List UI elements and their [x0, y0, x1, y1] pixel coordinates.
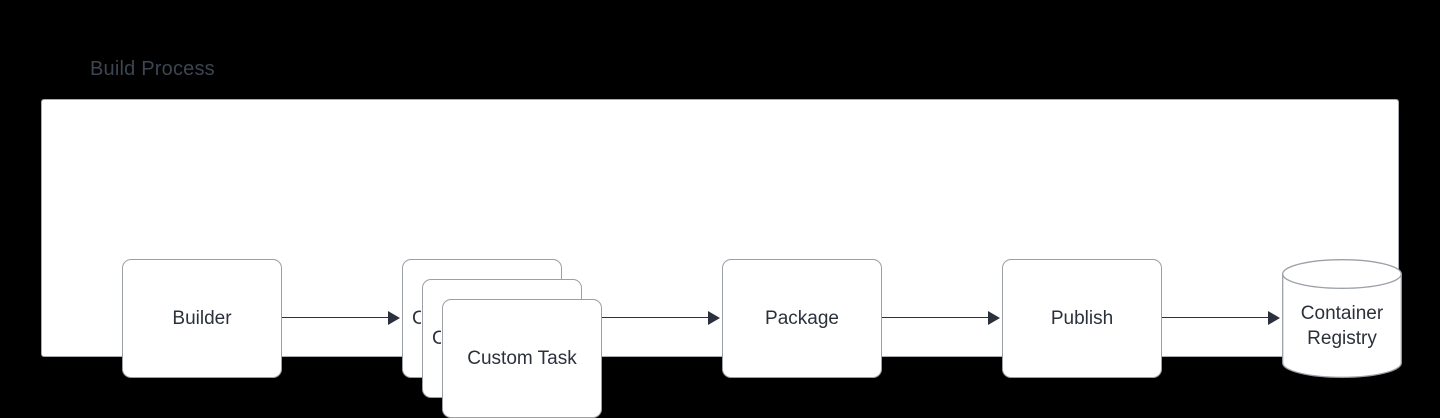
connector-line: [282, 317, 390, 319]
node-custom-task-label: Custom Task: [467, 347, 577, 369]
connector-package-to-publish: [882, 311, 1002, 325]
arrowhead-icon: [1268, 311, 1280, 325]
connector-line: [602, 317, 710, 319]
node-container-registry[interactable]: Container Registry: [1282, 259, 1402, 378]
node-container-registry-label-line2: Registry: [1307, 327, 1377, 349]
connector-custom-task-to-package: [602, 311, 722, 325]
connector-line: [1162, 317, 1270, 319]
node-custom-task-ghost-label-middle: Custom Task: [432, 327, 441, 349]
arrowhead-icon: [708, 311, 720, 325]
diagram-canvas: Build Process Builder Custom Task Custom…: [41, 58, 1402, 418]
connector-builder-to-custom-task: [282, 311, 402, 325]
node-publish[interactable]: Publish: [1002, 259, 1162, 378]
node-custom-task[interactable]: Custom Task: [442, 299, 602, 418]
connector-publish-to-container-registry: [1162, 311, 1282, 325]
arrowhead-icon: [988, 311, 1000, 325]
node-publish-label: Publish: [1050, 307, 1114, 329]
node-package[interactable]: Package: [722, 259, 882, 378]
page-title: Build Process: [90, 58, 215, 80]
node-builder-label: Builder: [172, 307, 232, 329]
connector-line: [882, 317, 990, 319]
node-container-registry-label-line1: Container: [1300, 302, 1384, 324]
arrowhead-icon: [388, 311, 400, 325]
node-builder[interactable]: Builder: [122, 259, 282, 378]
build-process-panel: Builder Custom Task Custom Task Custom T…: [41, 99, 1402, 418]
node-custom-task-ghost-label-back: Custom Task: [412, 307, 421, 329]
node-package-label: Package: [765, 307, 839, 329]
cylinder-icon: [1282, 259, 1402, 378]
node-container-registry-label-group: Container Registry: [1282, 259, 1402, 378]
